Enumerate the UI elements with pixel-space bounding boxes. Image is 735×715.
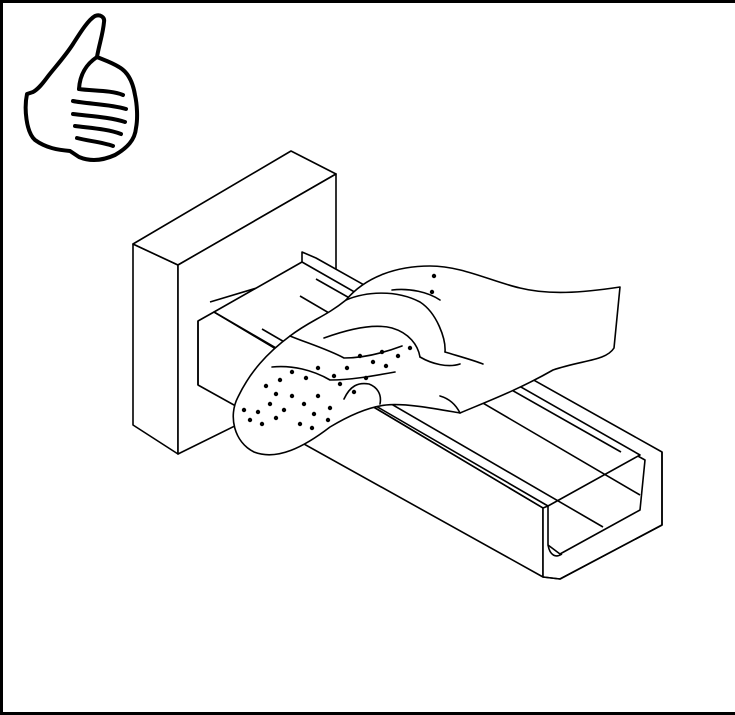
dirt-specks	[241, 273, 437, 431]
frame-top-border	[0, 0, 735, 3]
frame-bottom-border	[0, 712, 735, 715]
frame-left-border	[0, 0, 3, 715]
thumbs-up-icon	[23, 13, 140, 162]
